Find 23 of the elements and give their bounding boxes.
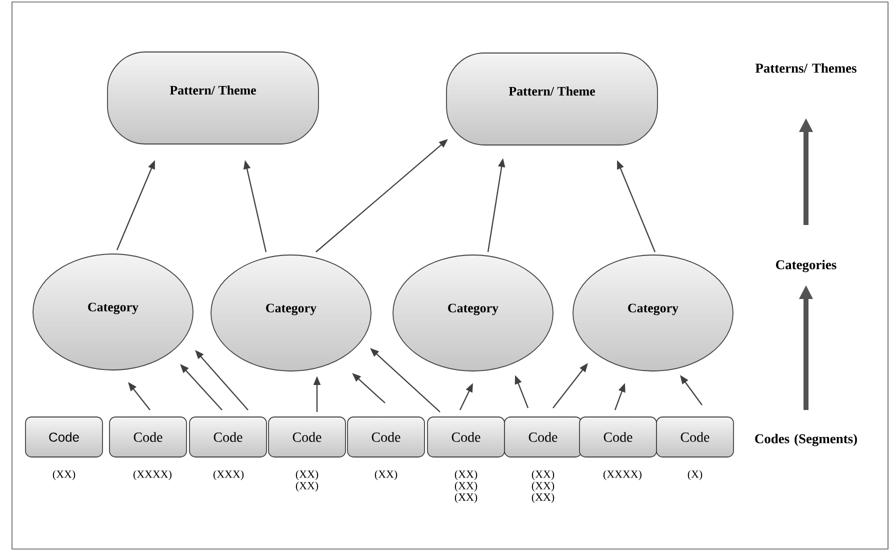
code-box: Code xyxy=(504,416,582,458)
level-label: Patterns/ Themes xyxy=(755,63,856,73)
pattern-box: Pattern/ Theme xyxy=(107,52,319,144)
count-note: (X) xyxy=(688,470,702,480)
pattern-box: Pattern/ Theme xyxy=(446,52,658,146)
level-label: Categories xyxy=(776,260,836,272)
code-box: Code xyxy=(656,416,734,458)
count-note: (XX) (XX) xyxy=(296,470,318,492)
count-note: (XXX) xyxy=(214,470,244,480)
level-label: Codes (Segments) xyxy=(755,434,857,446)
count-note: (XX) xyxy=(52,470,76,480)
code-box: Code xyxy=(268,416,346,458)
code-box: Code xyxy=(109,416,187,458)
code-box: Code xyxy=(579,416,657,458)
count-note: (XX) (XX) (XX) xyxy=(532,470,554,504)
code-box: Code xyxy=(25,416,103,458)
code-box: Code xyxy=(427,416,505,458)
count-note: (XX) xyxy=(374,470,398,480)
code-box: Code xyxy=(347,416,425,458)
count-note: (XX) (XX) (XX) xyxy=(454,470,478,504)
count-note: (XXXX) xyxy=(134,470,172,480)
count-note: (XXXX) xyxy=(604,470,642,480)
code-box: Code xyxy=(189,416,267,458)
